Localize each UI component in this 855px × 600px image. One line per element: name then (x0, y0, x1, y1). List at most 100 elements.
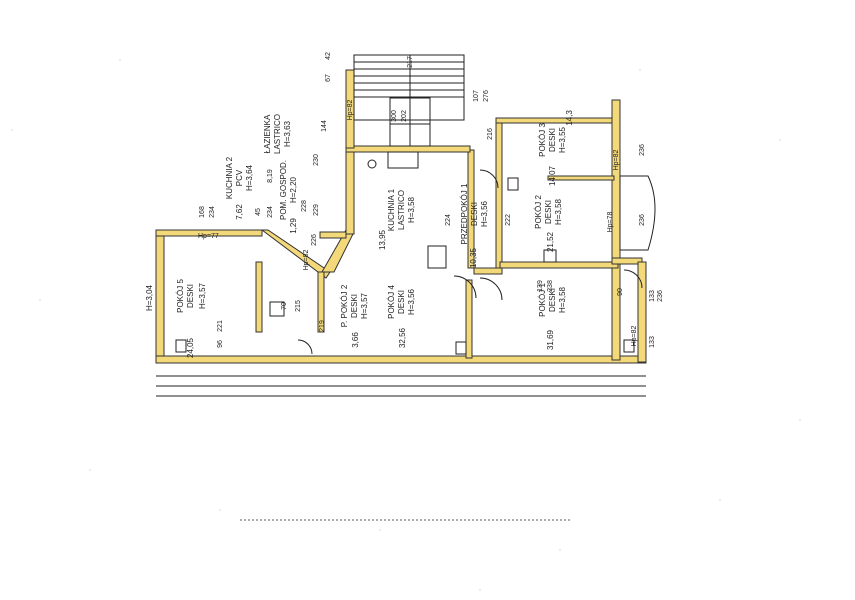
dim-133a: 133 (649, 290, 656, 302)
dim-236a: 236 (639, 144, 646, 156)
room-lazienka-name: ŁAZIENKA (263, 114, 272, 153)
room-pokoj4-floor: DESKI (397, 290, 406, 314)
staircase (353, 54, 465, 147)
room-pokoj1-floor: DESKI (548, 288, 557, 312)
dim-70: 70 (281, 302, 288, 310)
dim-139: 139 (537, 280, 544, 292)
room-ppokoj2-name: P. POKÓJ 2 (340, 284, 349, 327)
marker-hp77: Hp=77 (198, 233, 219, 240)
radiator-icon (455, 341, 467, 355)
dim-276: 276 (483, 90, 490, 102)
dim-168: 168 (199, 206, 206, 218)
dim-144: 144 (321, 120, 328, 132)
room-pokoj3-area: 14,07 (548, 165, 557, 186)
dim-90: 90 (617, 288, 624, 296)
room-pokoj3-name: POKÓJ 3 (538, 123, 547, 157)
dim-67: 67 (325, 74, 332, 82)
room-kuchnia2-floor: PCV (235, 169, 244, 186)
dim-228: 228 (301, 200, 308, 212)
room-pokoj1-area: 31,69 (546, 329, 555, 350)
room-kuchnia2-name: KUCHNIA 2 (225, 156, 234, 199)
room-labels: POKÓJ 5 DESKI H=3,57 24,05 H=3,04 P. POK… (145, 110, 574, 358)
dim-217: 217 (407, 56, 414, 68)
room-kuchnia1-name: KUCHNIA 1 (387, 188, 396, 231)
radiator-icon (623, 339, 635, 353)
dim-224: 224 (445, 214, 452, 226)
dim-222: 222 (505, 214, 512, 226)
marker-hp82a: Hp=82 (303, 249, 310, 270)
room-pokoj4-name: POKÓJ 4 (387, 285, 396, 319)
room-kuchnia2-height: H=3,64 (245, 164, 254, 191)
toilet-icon (367, 159, 377, 169)
dim-236b: 236 (639, 214, 646, 226)
dim-236c: 236 (657, 290, 664, 302)
room-pomgosp-name: POM. GOSPOD. (279, 160, 288, 220)
room-pokoj2r-name: POKÓJ 2 (534, 195, 543, 229)
dim-143: 14,3 (565, 110, 574, 126)
marker-hp78: Hp=78 (607, 211, 614, 232)
height-markers: Hp=77 Hp=82 Hp=82 Hp=82 Hp=78 Hp=82 (198, 99, 638, 346)
dim-226: 226 (311, 234, 318, 246)
radiator-icon (543, 249, 557, 263)
dim-202: 202 (401, 110, 408, 122)
room-pokoj3-height: H=3,55 (558, 126, 567, 153)
room-kuchnia1-area: 13,95 (378, 229, 387, 250)
room-pokoj5-floor: DESKI (186, 284, 195, 308)
room-pokoj1-name: POKÓJ 1 (538, 283, 547, 317)
doors (297, 169, 643, 355)
room-pokoj5-height: H=3,57 (198, 282, 207, 309)
room-lazienka-floor: LASTRICO (273, 114, 282, 154)
room-przedpokoj-area: 10,35 (469, 247, 478, 268)
dim-42: 42 (325, 52, 332, 60)
room-pokoj4-height: H=3,56 (407, 288, 416, 315)
room-pokoj3-floor: DESKI (548, 128, 557, 152)
dim-230: 230 (313, 154, 320, 166)
room-pokoj5-name: POKÓJ 5 (176, 279, 185, 313)
room-pomgosp-height: H=2,20 (289, 176, 298, 203)
dim-45: 45 (255, 208, 262, 216)
room-pokoj5-area: 24,05 (186, 337, 195, 358)
room-kuchnia2-area: 7,62 (235, 204, 244, 220)
radiator-icon (175, 339, 187, 353)
dim-234a: 234 (209, 206, 216, 218)
dim-819: 8,19 (267, 169, 274, 183)
marker-hp82d: Hp=82 (631, 325, 638, 346)
marker-hp82b: Hp=82 (347, 99, 354, 120)
dim-238: 238 (547, 280, 554, 292)
room-przedpokoj-height: H=3,56 (480, 200, 489, 227)
room-ppokoj2-floor: DESKI (350, 294, 359, 318)
dim-229: 229 (313, 204, 320, 216)
stove-icon (269, 301, 285, 317)
room-pomgosp-area: 1,29 (289, 218, 298, 234)
dimension-labels: 168 234 45 234 8,19 228 229 230 144 67 4… (199, 52, 664, 348)
walls (155, 69, 656, 364)
radiator-icon (507, 177, 519, 191)
dim-215: 215 (295, 300, 302, 312)
dim-300: 300 (391, 110, 398, 122)
room-pokoj2r-floor: DESKI (544, 200, 553, 224)
dim-219: 219 (319, 320, 326, 332)
room-ppokoj2-height: H=3,57 (360, 292, 369, 319)
dim-221: 221 (217, 320, 224, 332)
stove-icon (427, 245, 447, 269)
room-przedpokoj-name: PRZEDPOKÓJ 1 (460, 183, 469, 244)
room-pokoj1-height: H=3,58 (558, 286, 567, 313)
room-kuchnia1-height: H=3,58 (407, 196, 416, 223)
room-lazienka-height: H=3,63 (283, 120, 292, 147)
room-przedpokoj-floor: DESKI (470, 202, 479, 226)
dim-107: 107 (473, 90, 480, 102)
marker-hp82c: Hp=82 (613, 149, 620, 170)
dim-234b: 234 (267, 206, 274, 218)
room-pokoj2r-area: 21,52 (546, 231, 555, 252)
fixtures (175, 151, 635, 355)
dim-133b: 133 (649, 336, 656, 348)
dim-h304: H=3,04 (145, 284, 154, 311)
scan-noise (11, 59, 801, 591)
dim-96: 96 (217, 340, 224, 348)
bathtub-icon (387, 151, 419, 169)
dim-216: 216 (487, 128, 494, 140)
room-pokoj2r-height: H=3,58 (554, 198, 563, 225)
room-ppokoj2-area: 3,66 (351, 332, 360, 348)
dimension-lines (156, 375, 646, 521)
